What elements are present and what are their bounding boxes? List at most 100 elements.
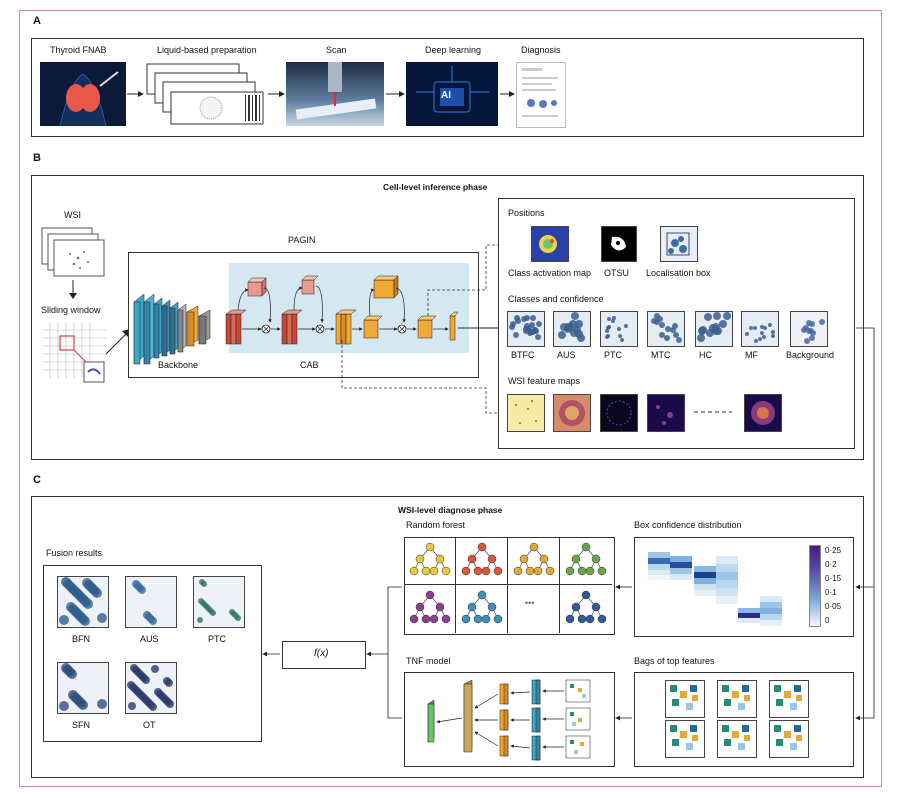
otsu-label: OTSU (604, 268, 630, 278)
colorbar-tick-1: 0·2 (825, 560, 837, 569)
sliding-window-grid (42, 322, 106, 386)
feature-map-3 (600, 394, 638, 432)
fusion-thumb-sfn (57, 662, 109, 714)
diagnosis-report-image (516, 62, 566, 128)
colorbar-tick-3: 0·1 (825, 588, 837, 597)
fusion-thumb-aus (125, 576, 177, 628)
scanner-image (286, 62, 384, 126)
tree-cell-2 (508, 537, 560, 585)
colorbar (809, 545, 821, 627)
class-thumb-hc (695, 311, 733, 347)
deep-learning-image: AI (406, 62, 498, 126)
wsi-stack-image (40, 226, 106, 278)
class-thumb-btfc (507, 311, 545, 347)
bags-label: Bags of top features (634, 656, 715, 666)
class-thumb-background (790, 311, 828, 347)
trees-ellipsis: ••• (525, 598, 535, 608)
step-deep-learning-label: Deep learning (425, 45, 482, 55)
class-label-btfc: BTFC (511, 350, 535, 360)
feature-map-1 (507, 394, 545, 432)
cab-blocks (225, 275, 459, 345)
step-thyroid-fnab-label: Thyroid FNAB (50, 45, 107, 55)
positions-title: Positions (508, 208, 545, 218)
class-label-mtc: MTC (651, 350, 671, 360)
tnf-network (427, 679, 591, 761)
cab-label: CAB (300, 360, 319, 370)
tree-cell-4 (404, 585, 456, 633)
section-label-a: A (33, 15, 41, 27)
feature-map-5 (744, 394, 782, 432)
sliding-window-label: Sliding window (41, 305, 101, 315)
step-liquid-prep-label: Liquid-based preparation (157, 45, 257, 55)
classes-title: Classes and confidence (508, 294, 604, 304)
colorbar-tick-5: 0 (825, 616, 830, 625)
wsi-label: WSI (64, 210, 81, 220)
fusion-label-sfn: SFN (72, 720, 90, 730)
fx-box (282, 641, 366, 669)
feature-map-ellipsis (694, 411, 732, 413)
box-conf-heatmap (648, 552, 782, 626)
tree-cell-0 (404, 537, 456, 585)
feature-map-4 (647, 394, 685, 432)
step-diagnosis-label: Diagnosis (521, 45, 561, 55)
feature-bag-5 (769, 720, 809, 758)
feature-bag-0 (665, 680, 705, 718)
cam-label: Class activation map (508, 268, 592, 278)
cell-level-title: Cell-level inference phase (383, 182, 488, 192)
random-forest-label: Random forest (406, 520, 466, 530)
tree-cell-5 (456, 585, 508, 633)
backbone-blocks (133, 294, 211, 365)
backbone-label: Backbone (158, 360, 199, 370)
localisation-label: Localisation box (646, 268, 711, 278)
feature-bag-2 (769, 680, 809, 718)
tree-cell-1 (456, 537, 508, 585)
localisation-thumb (660, 226, 698, 262)
pagin-label: PAGIN (288, 235, 316, 245)
feature-map-2 (553, 394, 591, 432)
section-label-b: B (33, 152, 41, 164)
section-label-c: C (33, 474, 41, 486)
figure-frame (19, 10, 882, 787)
class-thumb-mtc (647, 311, 685, 347)
fusion-label-bfn: BFN (72, 634, 90, 644)
class-label-aus: AUS (557, 350, 576, 360)
fusion-label-aus: AUS (140, 634, 159, 644)
feature-bag-3 (665, 720, 705, 758)
ai-badge: AI (441, 90, 451, 101)
fx-label: f(x) (314, 648, 329, 659)
tree-cell-6 (508, 585, 560, 633)
fusion-thumb-ptc (193, 576, 245, 628)
class-label-hc: HC (699, 350, 712, 360)
class-label-ptc: PTC (604, 350, 622, 360)
fusion-title: Fusion results (46, 548, 103, 558)
wsi-level-title: WSI-level diagnose phase (398, 505, 503, 515)
colorbar-tick-4: 0·05 (825, 602, 842, 611)
slides-stack-image (145, 62, 265, 126)
class-thumb-ptc (600, 311, 638, 347)
fusion-thumb-ot (125, 662, 177, 714)
feature-bag-1 (717, 680, 757, 718)
step-scan-label: Scan (326, 45, 347, 55)
box-conf-label: Box confidence distribution (634, 520, 742, 530)
tree-cell-7 (560, 585, 612, 633)
feature-bag-4 (717, 720, 757, 758)
fusion-thumb-bfn (57, 576, 109, 628)
otsu-thumb (601, 226, 637, 262)
feature-maps-title: WSI feature maps (508, 376, 581, 386)
class-label-background: Background (786, 350, 835, 360)
cam-thumb (531, 226, 569, 262)
wsi-down-arrow (69, 280, 77, 299)
fusion-label-ptc: PTC (208, 634, 226, 644)
thyroid-image (40, 62, 126, 127)
class-thumb-mf (741, 311, 779, 347)
fusion-label-ot: OT (143, 720, 156, 730)
tree-cell-3 (560, 537, 612, 585)
colorbar-tick-2: 0·15 (825, 574, 842, 583)
tnf-label: TNF model (406, 656, 451, 666)
colorbar-tick-0: 0·25 (825, 546, 842, 555)
class-thumb-aus (553, 311, 591, 347)
class-label-mf: MF (745, 350, 758, 360)
